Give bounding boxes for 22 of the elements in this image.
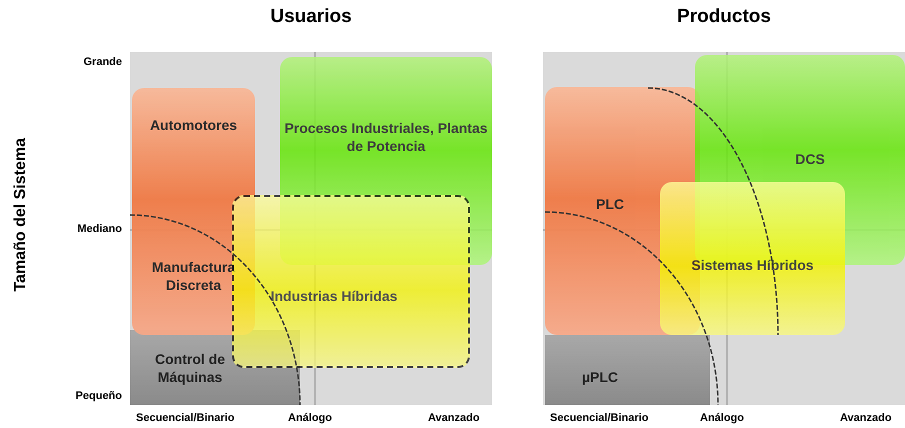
panel-title: Productos (676, 6, 772, 28)
axis-tick-label: Secuencial/Binario (136, 412, 234, 424)
axis-tick-label: Avanzado (428, 412, 480, 424)
region-label: Sistemas Híbridos (690, 256, 815, 274)
axis-title: Tamaño del Sistema (12, 138, 30, 292)
axis-tick-label: Mediano (77, 223, 122, 235)
region-label: µPLC (580, 368, 620, 386)
region-label: Industrias Híbridas (270, 287, 398, 305)
region-label: DCS (794, 150, 826, 168)
axis-tick-label: Secuencial/Binario (550, 412, 648, 424)
region-label: Control de Máquinas (154, 350, 226, 386)
axis-tick-label: Análogo (700, 412, 744, 424)
axis-tick-label: Análogo (288, 412, 332, 424)
axis-tick-label: Avanzado (840, 412, 892, 424)
region-box (660, 182, 845, 335)
region-box (545, 335, 710, 405)
region-label: Procesos Industriales, Plantas de Potencia (283, 119, 489, 155)
region-label: PLC (595, 195, 625, 213)
region-label: Manufactura Discreta (150, 258, 236, 294)
axis-tick-label: Grande (83, 56, 122, 68)
panel-title: Usuarios (269, 6, 353, 28)
region-label: Automotores (148, 116, 238, 134)
